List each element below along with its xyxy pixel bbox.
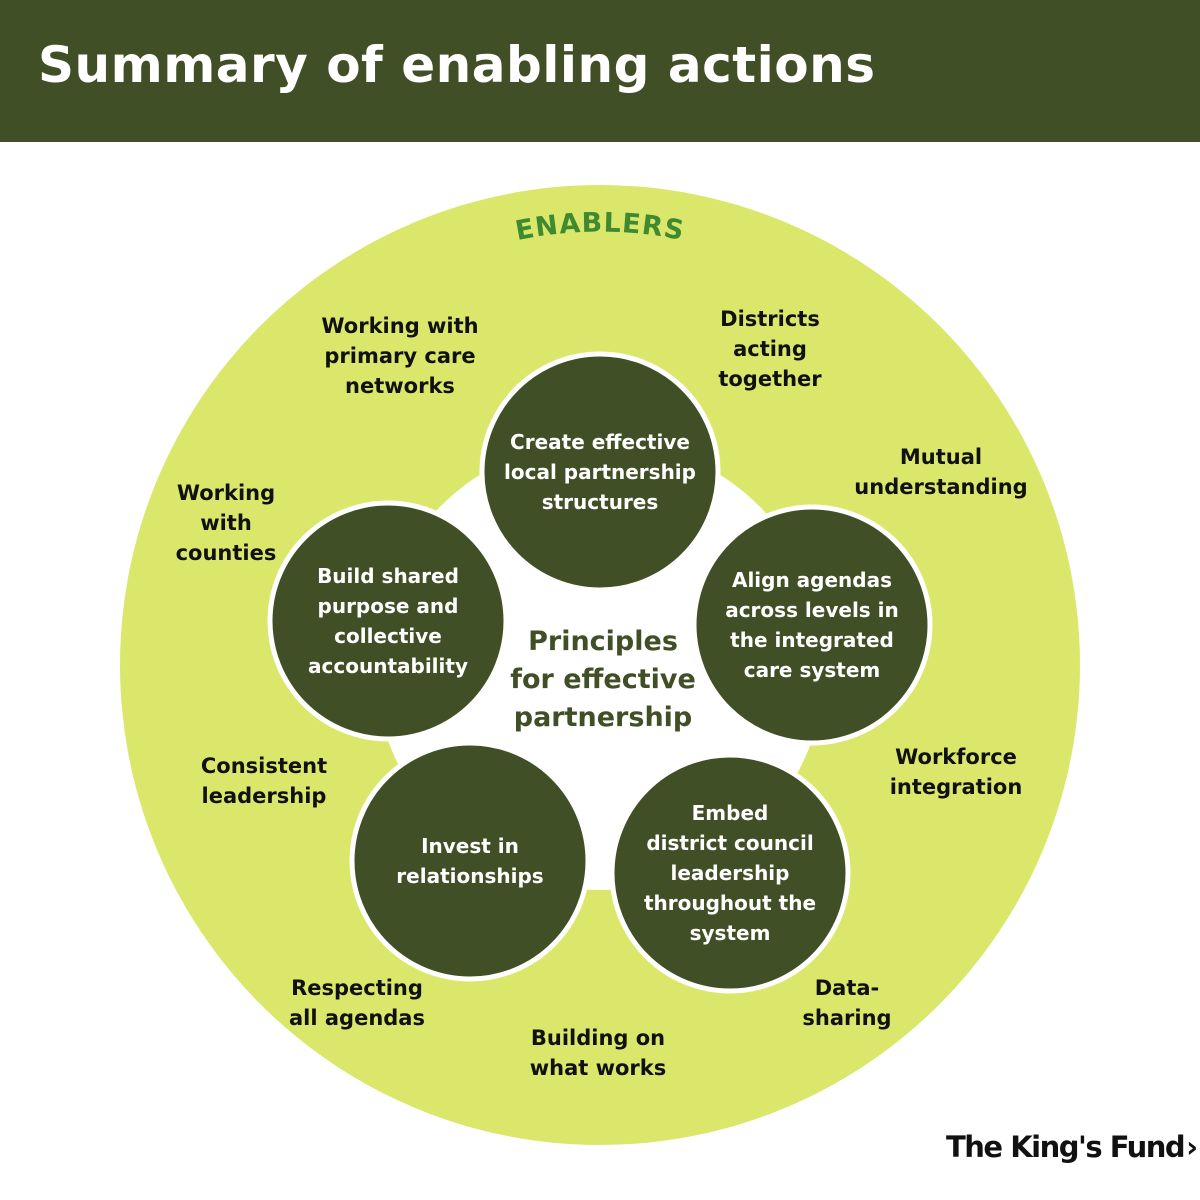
logo-wordmark: The King's Fund	[946, 1130, 1186, 1164]
enabler-label: Data- sharing	[802, 976, 892, 1030]
enabler-label: Building on what works	[529, 1026, 667, 1080]
principle-label-2: Align agendas across levels in the integ…	[725, 568, 899, 682]
principle-circle-5	[267, 500, 509, 742]
enabler-label: Consistent leadership	[200, 754, 328, 808]
enabler-label: Districts acting together	[718, 307, 822, 391]
principle-circle-3	[609, 752, 851, 994]
enabler-label: Working with primary care networks	[321, 314, 479, 398]
principle-circle-2	[691, 504, 933, 746]
principle-label-5: Build shared purpose and collective acco…	[308, 564, 468, 678]
center-principles-label: Principles for effective partnership	[510, 626, 696, 733]
header-bar: Summary of enabling actions	[0, 0, 1200, 142]
principle-circle-1	[479, 351, 721, 593]
enabler-label: Respecting all agendas	[289, 976, 425, 1030]
principle-label-1: Create effective local partnership struc…	[504, 430, 696, 514]
enabler-label: Working with counties	[175, 481, 277, 565]
page-title: Summary of enabling actions	[38, 36, 876, 94]
enabler-label: Workforce integration	[889, 745, 1023, 799]
chevron-right-icon: ›	[1186, 1130, 1198, 1164]
principle-label-4: Invest in relationships	[396, 834, 544, 888]
principle-circle-4	[349, 740, 591, 982]
enabler-label: Mutual understanding	[854, 445, 1028, 499]
principle-label-3: Embed district council leadership throug…	[643, 801, 817, 945]
kings-fund-logo: The King's Fund›	[946, 1130, 1198, 1164]
